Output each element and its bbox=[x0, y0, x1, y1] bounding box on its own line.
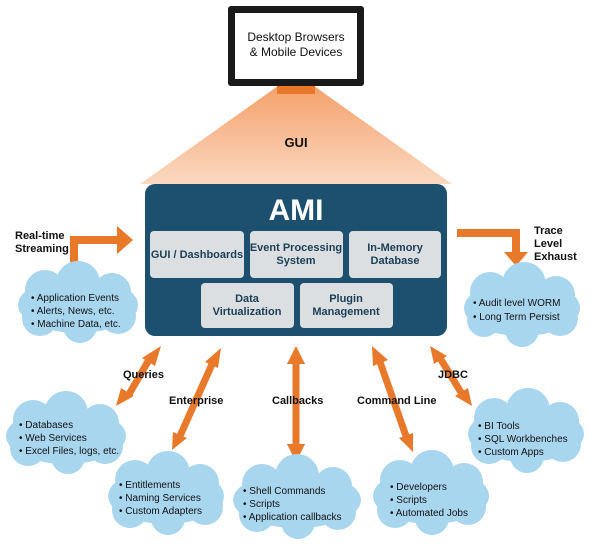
jdbc-arrow-shaft bbox=[437, 356, 465, 396]
module-label: Virtualization bbox=[213, 306, 282, 318]
module-in-memory-database: In-Memory Database bbox=[349, 231, 441, 278]
cloud-item: • Audit level WORM bbox=[473, 298, 560, 309]
cloud-databases bbox=[6, 391, 126, 474]
queries-arrowhead-down bbox=[116, 388, 134, 406]
queries-arrow-shaft bbox=[124, 356, 154, 398]
cloud-item: • Application callbacks bbox=[243, 512, 342, 523]
module-label: Event Processing bbox=[250, 242, 342, 254]
cloud-item: • Entitlements bbox=[119, 480, 180, 491]
jdbc-arrowhead-down bbox=[455, 388, 472, 406]
realtime-label: Real-time bbox=[15, 230, 65, 242]
module-label: Database bbox=[371, 255, 420, 267]
queries-label: Queries bbox=[123, 369, 164, 381]
cloud-item: • Custom Adapters bbox=[119, 506, 202, 517]
module-label: GUI / Dashboards bbox=[151, 249, 243, 261]
cloud-bi bbox=[468, 388, 584, 473]
cloud-item: • Application Events bbox=[31, 293, 119, 304]
cloud-item: • Scripts bbox=[243, 499, 280, 510]
module-label: Data bbox=[235, 293, 260, 305]
trace-label: Exhaust bbox=[534, 251, 577, 263]
module-event-processing: Event Processing System bbox=[250, 231, 343, 278]
module-label: Plugin bbox=[329, 293, 363, 305]
cloud-callbacks bbox=[233, 454, 361, 539]
cloud-item: • Long Term Persist bbox=[473, 312, 560, 323]
gui-beam bbox=[140, 86, 452, 184]
command-line-label: Command Line bbox=[357, 395, 436, 407]
monitor-icon: Desktop Browsers & Mobile Devices bbox=[228, 6, 364, 94]
realtime-label: Streaming bbox=[15, 243, 69, 255]
module-plugin-management: Plugin Management bbox=[300, 283, 393, 328]
module-label: System bbox=[276, 255, 315, 267]
trace-exhaust-arrow bbox=[457, 229, 528, 266]
cloud-item: • Scripts bbox=[390, 495, 427, 506]
module-label: In-Memory bbox=[367, 242, 424, 254]
monitor-line1: Desktop Browsers bbox=[247, 30, 344, 44]
cloud-item: • SQL Workbenches bbox=[478, 434, 568, 445]
cloud-item: • Automated Jobs bbox=[390, 508, 468, 519]
trace-label: Trace bbox=[534, 225, 563, 237]
ami-title: AMI bbox=[269, 194, 324, 227]
command-line-arrow-shaft bbox=[376, 360, 410, 438]
cloud-item: • Developers bbox=[390, 482, 447, 493]
cloud-item: • Naming Services bbox=[119, 493, 201, 504]
enterprise-arrowhead-up bbox=[205, 348, 221, 368]
callbacks-arrowhead-up bbox=[287, 346, 305, 364]
cloud-item: • Shell Commands bbox=[243, 486, 325, 497]
cloud-enterprise bbox=[108, 451, 224, 535]
enterprise-arrowhead-down bbox=[172, 432, 187, 450]
module-label: Management bbox=[312, 306, 380, 318]
module-data-virtualization: Data Virtualization bbox=[201, 283, 294, 328]
cloud-developers bbox=[373, 450, 489, 535]
monitor-line2: & Mobile Devices bbox=[250, 45, 343, 59]
enterprise-arrow-shaft bbox=[176, 360, 217, 438]
cloud-item: • Databases bbox=[19, 420, 73, 431]
command-line-arrowhead-down bbox=[399, 433, 413, 452]
cloud-item: • Web Services bbox=[19, 433, 87, 444]
cloud-streaming bbox=[18, 261, 138, 343]
gui-label: GUI bbox=[284, 135, 307, 150]
trace-label: Level bbox=[534, 238, 562, 250]
jdbc-arrowhead-up bbox=[430, 346, 447, 364]
module-gui-dashboards: GUI / Dashboards bbox=[150, 231, 244, 278]
cloud-item: • Alerts, News, etc. bbox=[31, 306, 115, 317]
jdbc-label: JDBC bbox=[438, 369, 468, 381]
callbacks-arrowhead-down bbox=[287, 444, 305, 462]
cloud-item: • Machine Data, etc. bbox=[31, 319, 121, 330]
cloud-item: • Custom Apps bbox=[478, 447, 544, 458]
realtime-streaming-arrow bbox=[70, 226, 133, 267]
queries-arrowhead-up bbox=[142, 346, 161, 366]
command-line-arrowhead-up bbox=[372, 346, 388, 366]
cloud-trace bbox=[464, 262, 580, 347]
callbacks-label: Callbacks bbox=[272, 395, 323, 407]
cloud-item: • Excel Files, logs, etc. bbox=[19, 446, 119, 457]
enterprise-label: Enterprise bbox=[169, 395, 223, 407]
cloud-item: • BI Tools bbox=[478, 421, 520, 432]
ami-box: AMI GUI / Dashboards Event Processing Sy… bbox=[145, 184, 447, 336]
